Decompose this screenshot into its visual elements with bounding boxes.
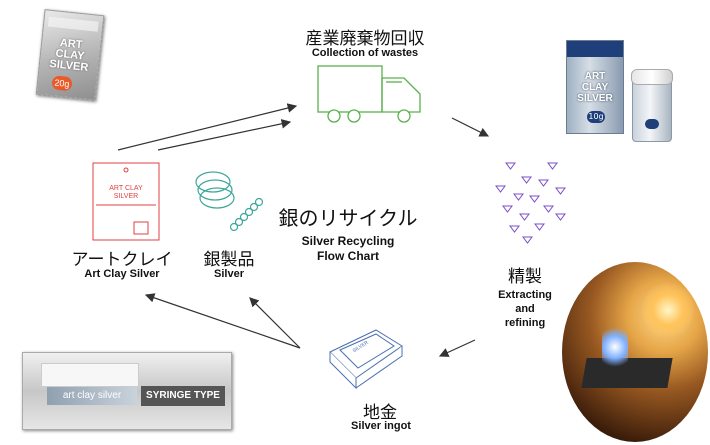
refining-photo bbox=[562, 262, 708, 442]
syringe-type: SYRINGE TYPE bbox=[141, 386, 225, 406]
silver-label-jp: 銀製品 bbox=[203, 250, 255, 270]
clay-package-label: ART CLAY SILVER bbox=[109, 185, 143, 200]
product-box-10g: ART CLAY SILVER 10g bbox=[566, 40, 624, 134]
syringe-brand: art clay silver bbox=[47, 387, 137, 405]
silver-label-en: Silver bbox=[214, 268, 244, 280]
refine-label-en: Extracting and refining bbox=[498, 289, 552, 329]
arrow-ingot-to-clay bbox=[144, 293, 301, 349]
arrow-waste-to-refine bbox=[451, 117, 490, 137]
box-brand: ART CLAY SILVER bbox=[577, 71, 613, 104]
ingot-label-jp: 地金 bbox=[363, 403, 397, 423]
arrow-silver-to-waste bbox=[157, 119, 292, 151]
pack-weight-badge: 20g bbox=[51, 75, 73, 92]
truck-icon bbox=[317, 65, 421, 123]
silver-ingot-icon bbox=[329, 329, 403, 390]
box-weight-badge: 10g bbox=[587, 111, 605, 123]
ingot-label-en: Silver ingot bbox=[351, 420, 411, 432]
page-title-jp: 銀のリサイクル bbox=[278, 206, 418, 230]
product-jar bbox=[631, 69, 673, 142]
clay-package-icon bbox=[92, 162, 160, 241]
arrow-clay-to-waste bbox=[117, 103, 298, 151]
refine-label-jp: 精製 bbox=[508, 267, 542, 287]
refined-grains bbox=[495, 162, 566, 244]
arrow-ingot-to-silver bbox=[249, 297, 301, 349]
product-syringe-pack: art clay silver SYRINGE TYPE bbox=[22, 352, 232, 430]
arrow-refine-to-ingot bbox=[438, 339, 476, 357]
waste-label-jp: 産業廃棄物回収 bbox=[305, 29, 425, 49]
pack-brand: ART CLAY SILVER bbox=[48, 36, 89, 74]
product-pack-20g: ART CLAY SILVER 20g bbox=[35, 9, 105, 101]
waste-label-en: Collection of wastes bbox=[311, 47, 419, 59]
clay-label-en: Art Clay Silver bbox=[84, 268, 160, 280]
silver-rings-icon bbox=[195, 171, 264, 232]
clay-label-jp: アートクレイ bbox=[71, 250, 173, 270]
page-title-en: Silver Recycling Flow Chart bbox=[301, 234, 395, 263]
